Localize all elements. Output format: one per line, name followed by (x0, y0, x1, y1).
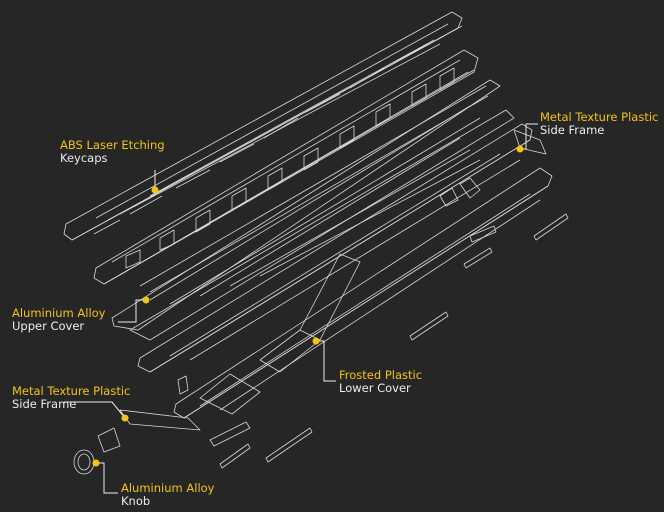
callout-dots (92, 145, 524, 467)
callout-lower-cover-material: Frosted Plastic (339, 368, 423, 382)
dot-lower-cover (312, 337, 320, 345)
callout-lower-cover-part: Lower Cover (339, 381, 411, 395)
callout-side-frame-right-part: Side Frame (540, 123, 605, 137)
callout-knob: Aluminium Alloy Knob (121, 482, 214, 508)
dot-side-frame-right (516, 145, 524, 153)
callout-keycaps-part: Keycaps (60, 151, 108, 165)
dot-upper-cover (142, 296, 150, 304)
mid-plate-layer (137, 123, 533, 373)
leader-side-frame-left (64, 401, 126, 419)
callout-side-frame-left-part: Side Frame (12, 397, 77, 411)
dot-side-frame-left (121, 414, 129, 422)
left-parts (73, 409, 251, 475)
callout-side-frame-left-material: Metal Texture Plastic (12, 384, 131, 398)
dot-knob (92, 459, 100, 467)
callout-keycaps: ABS Laser Etching Keycaps (60, 139, 165, 165)
leader-lines (64, 123, 538, 494)
callout-side-frame-right-material: Metal Texture Plastic (540, 110, 659, 124)
callout-knob-material: Aluminium Alloy (121, 481, 215, 495)
callout-side-frame-left: Metal Texture Plastic Side Frame (12, 385, 130, 411)
right-parts (219, 129, 569, 469)
lower-cover-layer (173, 167, 553, 419)
callout-upper-cover-part: Upper Cover (12, 319, 85, 333)
callout-upper-cover-material: Aluminium Alloy (12, 306, 106, 320)
leader-upper-cover (118, 299, 146, 323)
callout-upper-cover: Aluminium Alloy Upper Cover (12, 307, 105, 333)
dot-keycaps (151, 186, 159, 194)
keycaps-layer (63, 11, 463, 241)
upper-cover-layer (111, 79, 515, 341)
callout-lower-cover: Frosted Plastic Lower Cover (339, 369, 422, 395)
callout-knob-part: Knob (121, 494, 151, 508)
leader-lower-cover (316, 340, 336, 382)
switches-layer (93, 49, 489, 293)
leader-knob (96, 462, 118, 494)
callout-keycaps-material: ABS Laser Etching (60, 138, 165, 152)
callout-side-frame-right: Metal Texture Plastic Side Frame (540, 111, 658, 137)
